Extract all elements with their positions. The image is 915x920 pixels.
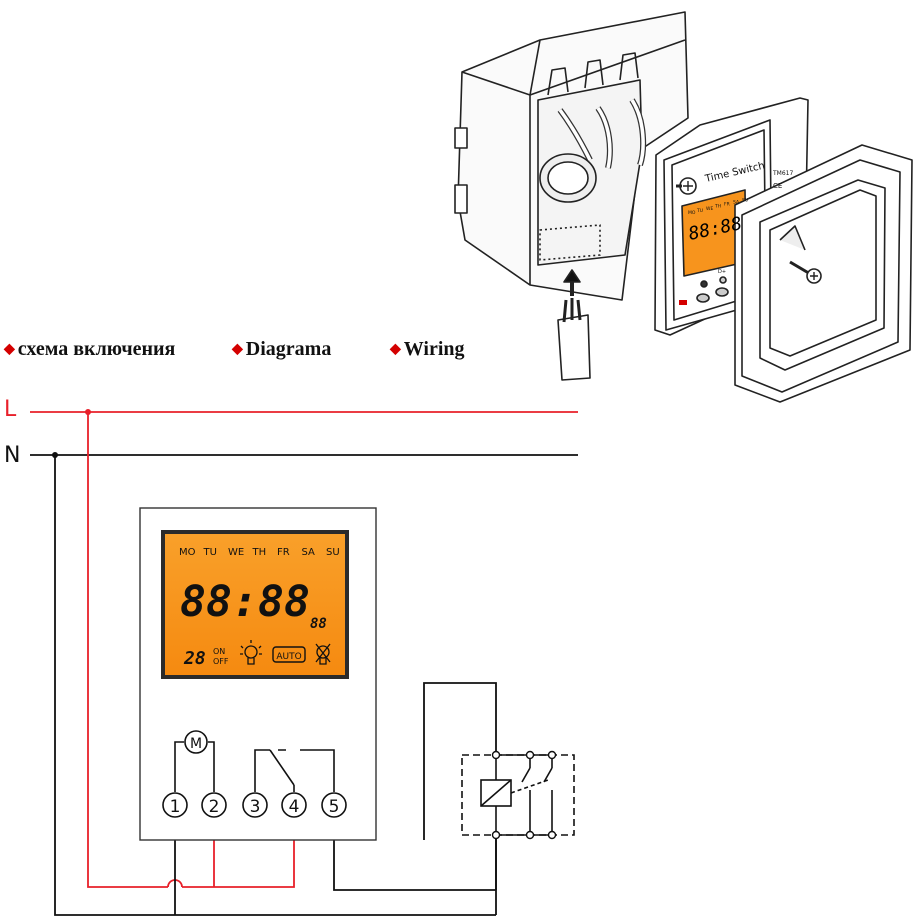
legend-label-english: Wiring [403,338,465,360]
terminals: 1 2 3 4 5 [162,792,347,818]
diamond-marker-icon: ◆ [4,342,15,357]
device-small-day: SA [733,200,740,206]
legend-russian: ◆схема включения [4,338,175,361]
device-small-day: MO [688,210,696,216]
lcd-day: FR [277,547,290,558]
bulb-on-icon [240,640,262,665]
terminal-1: 1 [162,792,188,818]
device-ce-mark: CE [773,182,782,190]
terminal-circle [281,792,307,818]
lcd-auto-box [272,646,306,663]
lcd-day: TU [203,547,217,558]
neutral-line-label: N [4,443,21,468]
lcd-on: ON [213,647,225,656]
diamond-marker-icon: ◆ [232,342,243,357]
motor-symbol [184,730,208,754]
bulb-off-icon [315,643,331,665]
live-line-label: L [4,397,17,422]
contactor-nodes [491,750,557,840]
device-small-day: SU [742,197,748,203]
device-small-day: TH [714,204,721,210]
lcd-day: TH [252,547,267,558]
terminal-3: 3 [242,792,268,818]
legend-spanish: ◆Diagrama [232,338,331,361]
lcd-day: WE [228,547,244,558]
terminal-circle [201,792,227,818]
motor-label: M [190,736,202,752]
lcd-day: MO [179,547,196,558]
live-bus-junction [85,409,91,415]
terminal-number: 3 [250,797,261,817]
lcd-screen [165,534,345,675]
lcd-day: SU [326,547,340,558]
neutral-bus-junction [52,452,58,458]
terminal-4: 4 [281,792,307,818]
lcd-off: OFF [213,657,229,666]
module-button-icon [696,293,710,303]
device-illustration [454,11,913,403]
device-button-label: D+ [718,269,726,275]
contactor [461,754,575,836]
internal-circuit [174,741,335,792]
lcd-day: SA [302,547,316,558]
legend-english: ◆Wiring [390,338,465,361]
terminal-number: 4 [289,797,300,817]
lcd-seconds: 88 [310,616,327,632]
terminal-number: 5 [329,797,340,817]
terminal-number: 2 [209,797,220,817]
diamond-marker-icon: ◆ [390,342,401,357]
lcd-time: 88:88 [180,577,310,627]
terminal-5: 5 [321,792,347,818]
terminal-2: 2 [201,792,227,818]
lcd-days: MO TU WE TH FR SA SU [179,547,340,558]
device-small-day: TU [696,208,703,214]
lcd-program: 28 [183,648,206,669]
terminal-circle [162,792,188,818]
control-wire [423,682,497,840]
device-model: TM617 [772,170,793,177]
cable [557,314,591,381]
lcd-auto: AUTO [276,652,301,662]
terminal-circle [242,792,268,818]
terminal-number: 1 [170,797,181,817]
led-indicator [679,300,687,305]
device-small-day: FR [724,202,730,208]
device-small-day: WE [706,206,713,212]
legend-label-spanish: Diagrama [245,338,332,360]
legend-label-russian: схема включения [17,338,176,360]
terminal-circle [321,792,347,818]
